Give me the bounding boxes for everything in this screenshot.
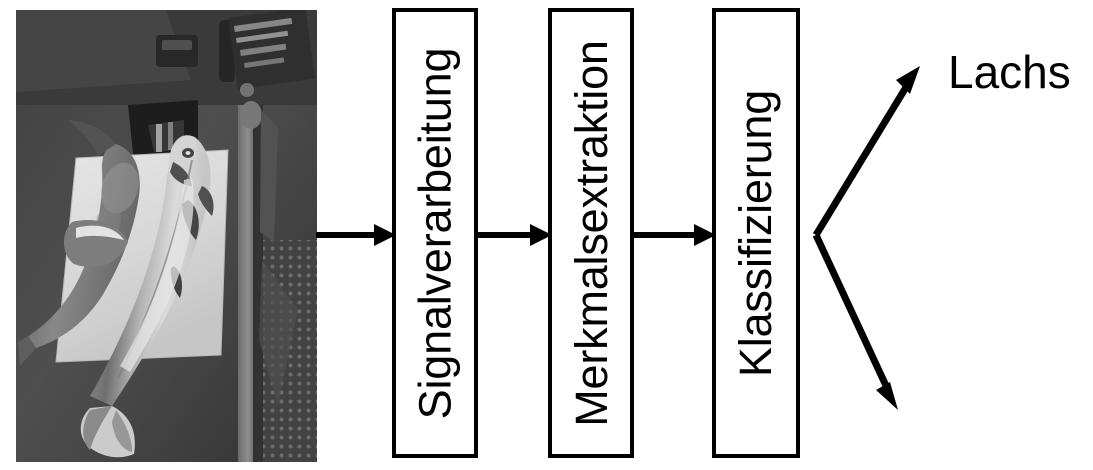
arrow-merkmalsextraktion-to-klassifizierung <box>634 220 716 250</box>
arrow-signalverarbeitung-to-merkmalsextraktion <box>474 220 552 250</box>
fish-photograph <box>16 10 317 462</box>
stage-box-signalverarbeitung[interactable]: Signalverarbeitung <box>392 8 478 458</box>
arrow-to-seebarsch <box>812 233 898 410</box>
stage-label-merkmalsextraktion: Merkmalsextraktion <box>565 39 617 427</box>
arrow-to-lachs <box>813 66 920 237</box>
stage-label-signalverarbeitung: Signalverarbeitung <box>409 47 461 419</box>
stage-box-klassifizierung[interactable]: Klassifizierung <box>712 8 800 458</box>
output-label-seebarsch: See- barsch <box>936 372 1074 470</box>
arrow-photo-to-signalverarbeitung <box>316 220 396 250</box>
fish-photo-image <box>16 10 317 462</box>
stage-label-klassifizierung: Klassifizierung <box>730 89 782 377</box>
output-branch-arrows <box>798 50 938 430</box>
output-label-lachs: Lachs <box>948 46 1071 98</box>
stage-box-merkmalsextraktion[interactable]: Merkmalsextraktion <box>548 8 634 458</box>
